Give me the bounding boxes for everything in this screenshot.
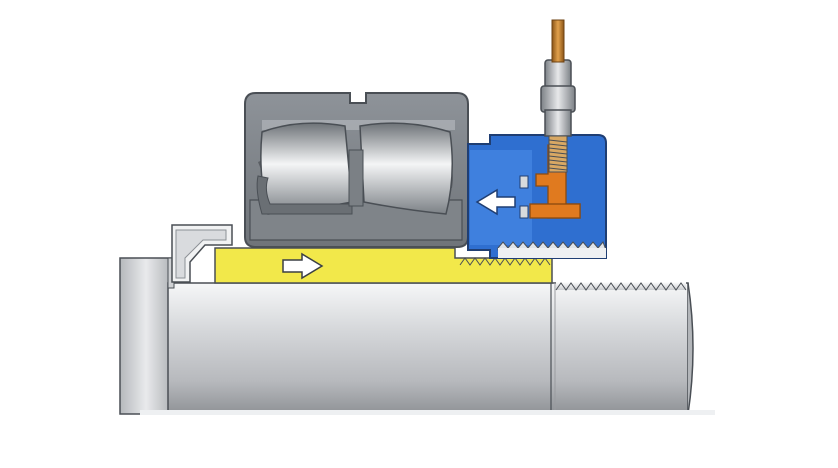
sleeve-push-arrow <box>282 252 324 280</box>
spherical-rollers <box>256 122 453 215</box>
oil-channel <box>529 144 581 219</box>
piston-push-arrow <box>475 188 516 216</box>
shaft <box>119 257 715 415</box>
pipe-fitting <box>540 59 576 173</box>
shaft-thread <box>555 282 687 291</box>
hydraulic-nut <box>467 134 607 259</box>
end-cover <box>171 224 233 283</box>
oil-supply-pipe <box>551 19 565 63</box>
